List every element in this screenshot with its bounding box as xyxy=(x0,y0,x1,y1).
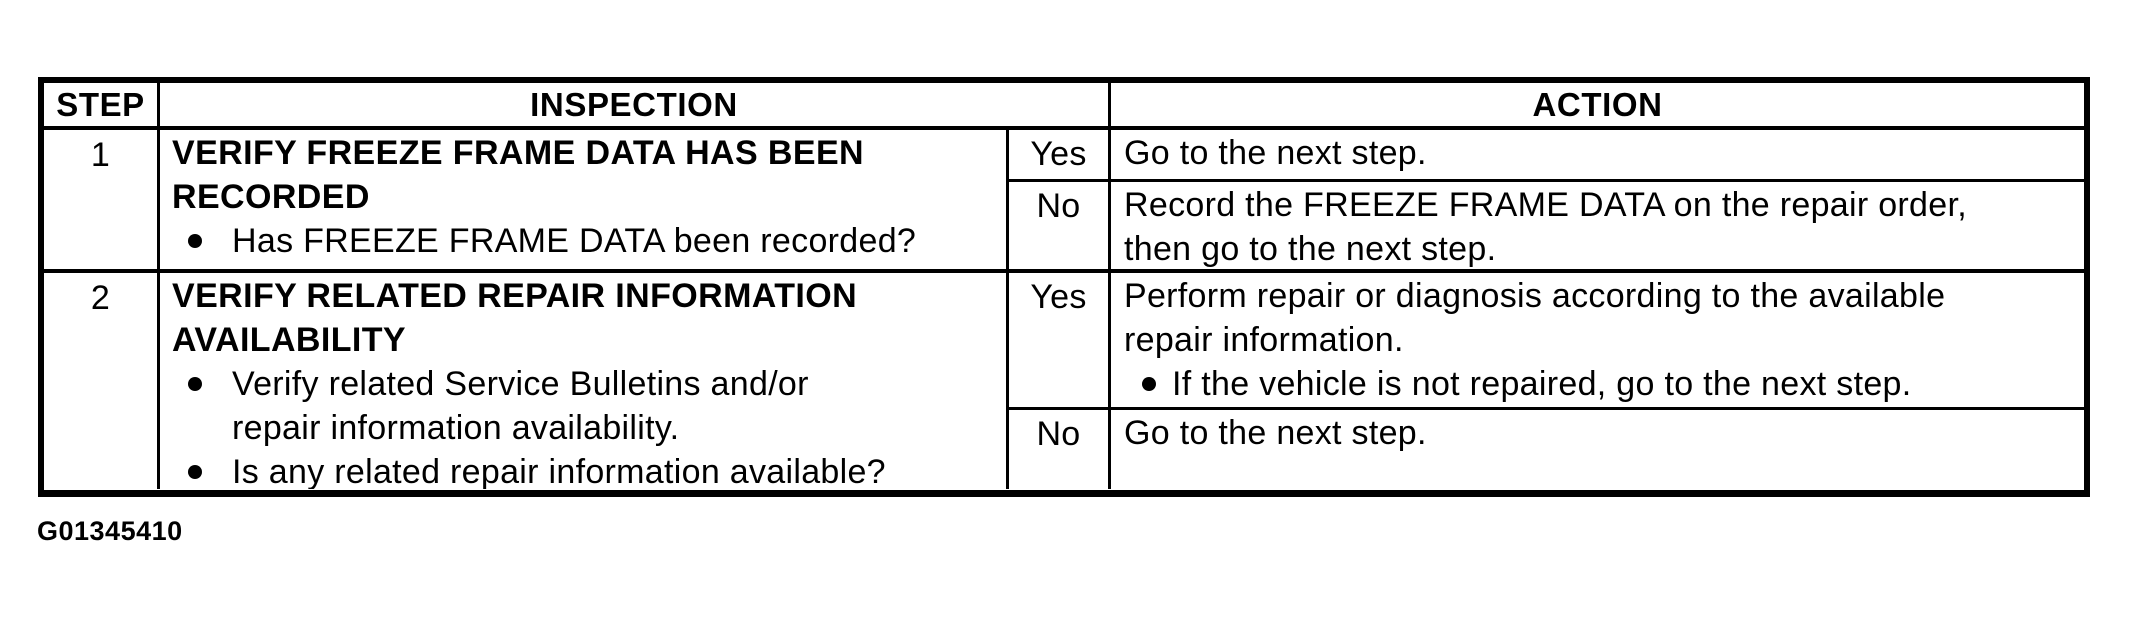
action-line: then go to the next step. xyxy=(1124,230,1497,268)
bullet-text: Verify related Service Bulletins and/or … xyxy=(232,362,996,450)
step-2-no-action-cell: Go to the next step. xyxy=(1111,410,2084,489)
bullet-dot-icon xyxy=(1124,362,1172,406)
action-line: repair information. xyxy=(1124,321,1404,359)
step-2-number: 2 xyxy=(44,273,160,489)
step-1-no-action-cell: Record the FREEZE FRAME DATA on the repa… xyxy=(1111,182,2084,273)
column-header-action: ACTION xyxy=(1111,83,2084,130)
step-1-yes-action-cell: Go to the next step. xyxy=(1111,130,2084,182)
column-header-inspection: INSPECTION xyxy=(160,83,1111,130)
inspection-bullet-item: Is any related repair information availa… xyxy=(172,450,996,489)
inspection-title-line: AVAILABILITY xyxy=(172,321,406,359)
action-line: Record the FREEZE FRAME DATA on the repa… xyxy=(1124,186,1967,224)
bullet-text-line: Has FREEZE FRAME DATA been recorded? xyxy=(232,222,917,260)
action-line: Perform repair or diagnosis according to… xyxy=(1124,277,1946,315)
bullet-dot-icon xyxy=(172,450,232,489)
step-1-yes-label: Yes xyxy=(1009,130,1111,182)
step-1-number: 1 xyxy=(44,130,160,273)
bullet-text-line: If the vehicle is not repaired, go to th… xyxy=(1172,365,1912,403)
bullet-text: Is any related repair information availa… xyxy=(232,450,996,489)
bullet-text-line: Is any related repair information availa… xyxy=(232,453,886,489)
inspection-bullet-item: Verify related Service Bulletins and/or … xyxy=(172,362,996,450)
bullet-dot-icon xyxy=(172,362,232,450)
inspection-title-line: VERIFY RELATED REPAIR INFORMATION xyxy=(172,277,858,315)
action-line: Go to the next step. xyxy=(1124,134,1427,172)
inspection-bullet-item: Has FREEZE FRAME DATA been recorded? xyxy=(172,219,996,263)
step-2-yes-label: Yes xyxy=(1009,273,1111,410)
step-1-no-label: No xyxy=(1009,182,1111,273)
inspection-title-line: VERIFY FREEZE FRAME DATA HAS BEEN xyxy=(172,134,864,172)
figure-id-label: G01345410 xyxy=(37,516,183,546)
step-2-no-label: No xyxy=(1009,410,1111,489)
column-header-step: STEP xyxy=(44,83,160,130)
bullet-text-line: Verify related Service Bulletins and/or xyxy=(232,365,809,403)
inspection-title-line: RECORDED xyxy=(172,178,370,216)
step-1-inspection-cell: VERIFY FREEZE FRAME DATA HAS BEEN RECORD… xyxy=(160,130,1009,273)
bullet-text: If the vehicle is not repaired, go to th… xyxy=(1172,362,2074,406)
action-line: Go to the next step. xyxy=(1124,414,1427,452)
bullet-text-line: repair information availability. xyxy=(232,409,680,447)
bullet-dot-icon xyxy=(172,219,232,263)
step-2-yes-action-cell: Perform repair or diagnosis according to… xyxy=(1111,273,2084,410)
action-bullet-item: If the vehicle is not repaired, go to th… xyxy=(1124,362,2074,406)
step-2-inspection-cell: VERIFY RELATED REPAIR INFORMATION AVAILA… xyxy=(160,273,1009,489)
bullet-text: Has FREEZE FRAME DATA been recorded? xyxy=(232,219,996,263)
diagnostic-step-table: STEP INSPECTION ACTION 1 VERIFY FREEZE F… xyxy=(38,77,2090,497)
